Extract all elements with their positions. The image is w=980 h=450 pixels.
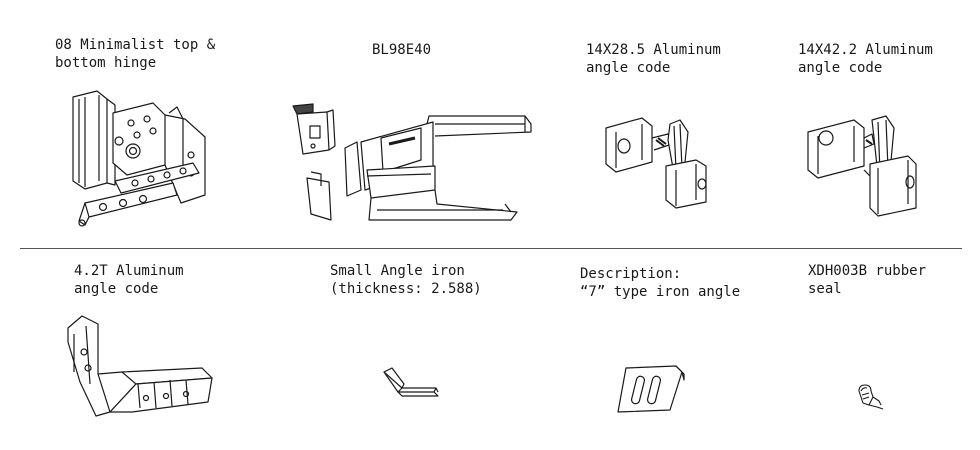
rubber-seal-drawing — [853, 383, 887, 413]
caption-line: XDH003B rubber — [808, 263, 927, 279]
bent-plate-drawing — [62, 312, 212, 422]
item-caption-angle-code-28: 14X28.5 Aluminum angle code — [586, 41, 721, 77]
hinge-drawing — [55, 85, 215, 245]
caption-line: “7” type iron angle — [580, 284, 741, 300]
caption-line: angle code — [798, 60, 883, 76]
item-caption-bent-plate: 4.2T Aluminum angle code — [74, 262, 184, 298]
angle-code-large-drawing — [802, 108, 927, 233]
item-caption-angle-code-42: 14X42.2 Aluminum angle code — [798, 41, 933, 77]
caption-line: (thickness: 2.588) — [330, 281, 482, 297]
caption-line: 14X42.2 Aluminum — [798, 42, 933, 58]
caption-line: BL98E40 — [372, 42, 432, 58]
caption-line: bottom hinge — [55, 55, 157, 71]
caption-line: angle code — [586, 60, 671, 76]
caption-line: 14X28.5 Aluminum — [586, 42, 721, 58]
caption-line: 08 Minimalist top & — [55, 37, 216, 53]
row-divider — [20, 248, 962, 249]
seven-type-angle-drawing — [612, 362, 690, 416]
item-caption-hinge: 08 Minimalist top & bottom hinge — [55, 36, 215, 72]
item-caption-small-angle-iron: Small Angle iron (thickness: 2.588) — [330, 262, 482, 298]
caption-line: Description: — [580, 266, 682, 282]
caption-line: Small Angle iron — [330, 263, 465, 279]
caption-line: 4.2T Aluminum — [74, 263, 184, 279]
item-caption-seven-angle: Description: “7” type iron angle — [580, 265, 740, 301]
lever-handle-drawing — [285, 100, 540, 225]
caption-line: seal — [808, 281, 842, 297]
caption-line: angle code — [74, 281, 159, 297]
small-angle-iron-drawing — [380, 366, 442, 402]
item-caption-lever-handle: BL98E40 — [372, 41, 431, 59]
angle-code-small-drawing — [598, 110, 718, 210]
item-caption-rubber-seal: XDH003B rubber seal — [808, 262, 926, 298]
